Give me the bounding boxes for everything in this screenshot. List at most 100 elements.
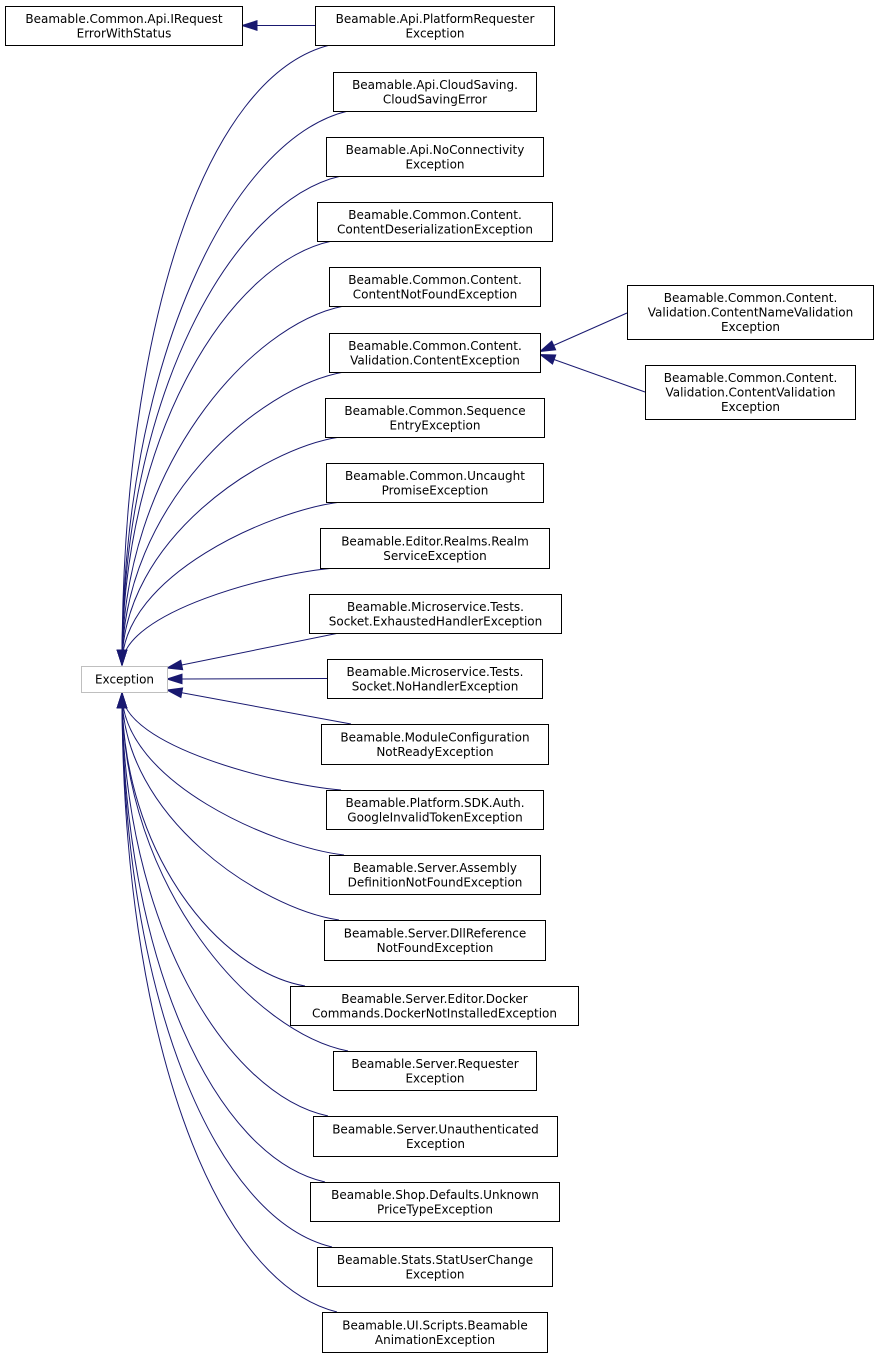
class-label-line: Validation.ContentValidation bbox=[665, 386, 835, 400]
class-label-line: Commands.DockerNotInstalledException bbox=[312, 1006, 557, 1020]
class-box bbox=[326, 790, 544, 830]
class-box bbox=[645, 365, 856, 420]
class-node-cloudsaving[interactable]: Beamable.Api.CloudSaving.CloudSavingErro… bbox=[333, 72, 537, 112]
edge-line bbox=[121, 692, 333, 1248]
edge-googleinvalidtoken-to-exception bbox=[116, 691, 342, 791]
edge-line bbox=[166, 632, 340, 669]
class-node-contentexception[interactable]: Beamable.Common.Content.Validation.Conte… bbox=[329, 333, 541, 373]
class-label-line: PromiseException bbox=[382, 483, 489, 497]
edge-line bbox=[121, 305, 345, 666]
class-label-line: Beamable.Platform.SDK.Auth. bbox=[345, 796, 524, 810]
class-box bbox=[329, 333, 541, 373]
edge-platformrequester-to-irequest bbox=[240, 20, 315, 31]
class-node-assemblydefinition[interactable]: Beamable.Server.AssemblyDefinitionNotFou… bbox=[329, 855, 541, 895]
class-label-line: Beamable.Server.Requester bbox=[351, 1057, 518, 1071]
arrowhead-icon bbox=[165, 687, 184, 699]
class-label-line: Beamable.Stats.StatUserChange bbox=[337, 1253, 533, 1267]
class-label-line: Beamable.Server.Unauthenticated bbox=[332, 1122, 539, 1136]
edge-line bbox=[121, 567, 336, 666]
class-label-line: EntryException bbox=[390, 418, 481, 432]
class-box bbox=[290, 986, 579, 1026]
edge-line bbox=[121, 44, 331, 666]
class-box bbox=[322, 1312, 548, 1353]
class-label-line: ErrorWithStatus bbox=[77, 26, 172, 40]
class-label-line: Beamable.Common.Api.IRequest bbox=[25, 12, 223, 26]
class-label-line: PriceTypeException bbox=[377, 1202, 493, 1216]
class-label-line: Beamable.Api.CloudSaving. bbox=[352, 78, 518, 92]
class-node-googleinvalidtoken[interactable]: Beamable.Platform.SDK.Auth.GoogleInvalid… bbox=[326, 790, 544, 830]
edge-line bbox=[121, 692, 329, 1117]
edge-contentdeserialization-to-exception bbox=[116, 240, 333, 667]
class-box bbox=[313, 1116, 558, 1157]
class-box bbox=[317, 202, 553, 242]
class-label-line: Beamable.Api.PlatformRequester bbox=[336, 12, 535, 26]
class-label-line: Beamable.Shop.Defaults.Unknown bbox=[331, 1188, 539, 1202]
class-node-nohandler[interactable]: Beamable.Microservice.Tests.Socket.NoHan… bbox=[327, 659, 543, 699]
class-node-dllreference[interactable]: Beamable.Server.DllReferenceNotFoundExce… bbox=[324, 920, 546, 961]
arrowhead-icon bbox=[538, 353, 557, 365]
edge-exhaustedhandler-to-exception bbox=[165, 632, 340, 671]
edge-line bbox=[121, 692, 306, 987]
class-box bbox=[310, 1182, 560, 1222]
edge-line bbox=[121, 240, 333, 666]
class-box bbox=[324, 920, 546, 961]
class-label-line: Exception bbox=[405, 1071, 464, 1085]
class-label-line: DefinitionNotFoundException bbox=[348, 875, 523, 889]
edge-unknownpricetype-to-exception bbox=[116, 691, 326, 1183]
class-node-contentnamevalidation[interactable]: Beamable.Common.Content.Validation.Conte… bbox=[627, 285, 874, 340]
class-node-contentvalidation[interactable]: Beamable.Common.Content.Validation.Conte… bbox=[645, 365, 856, 420]
class-label-line: Beamable.ModuleConfiguration bbox=[340, 730, 529, 744]
class-label-line: Exception bbox=[721, 400, 780, 414]
class-box bbox=[309, 594, 562, 634]
class-box bbox=[327, 659, 543, 699]
class-node-unknownpricetype[interactable]: Beamable.Shop.Defaults.UnknownPriceTypeE… bbox=[310, 1182, 560, 1222]
class-node-contentnotfound[interactable]: Beamable.Common.Content.ContentNotFoundE… bbox=[329, 267, 541, 307]
class-label-line: Beamable.Microservice.Tests. bbox=[347, 665, 524, 679]
class-node-dockernotinstalled[interactable]: Beamable.Server.Editor.DockerCommands.Do… bbox=[290, 986, 579, 1026]
edge-line bbox=[121, 692, 338, 1313]
edge-cloudsaving-to-exception bbox=[116, 110, 349, 667]
class-label-line: ContentNotFoundException bbox=[353, 287, 517, 301]
class-box bbox=[5, 6, 243, 46]
edge-line bbox=[121, 110, 349, 666]
class-label-line: Beamable.Microservice.Tests. bbox=[347, 600, 524, 614]
class-label-line: Exception bbox=[95, 673, 154, 687]
class-label-line: ServiceException bbox=[383, 549, 486, 563]
edge-line bbox=[121, 436, 341, 666]
class-label-line: CloudSavingError bbox=[383, 92, 487, 106]
edge-line bbox=[539, 312, 628, 352]
edge-contentvalidation-to-contentexception bbox=[538, 353, 646, 393]
arrowhead-icon bbox=[538, 340, 557, 353]
class-node-contentdeserialization[interactable]: Beamable.Common.Content.ContentDeseriali… bbox=[317, 202, 553, 242]
edges-layer bbox=[116, 20, 646, 1313]
class-label-line: GoogleInvalidTokenException bbox=[347, 810, 522, 824]
class-node-irequest[interactable]: Beamable.Common.Api.IRequestErrorWithSta… bbox=[5, 6, 243, 46]
class-label-line: Validation.ContentException bbox=[350, 353, 520, 367]
class-node-exhaustedhandler[interactable]: Beamable.Microservice.Tests.Socket.Exhau… bbox=[309, 594, 562, 634]
class-label-line: Exception bbox=[405, 26, 464, 40]
edge-contentnamevalidation-to-contentexception bbox=[538, 312, 628, 353]
class-node-exception[interactable]: Exception bbox=[81, 666, 168, 693]
arrowhead-icon bbox=[116, 691, 128, 709]
class-node-moduleconfiguration[interactable]: Beamable.ModuleConfigurationNotReadyExce… bbox=[321, 724, 549, 765]
edge-line bbox=[121, 692, 342, 791]
class-label-line: NotReadyException bbox=[376, 745, 493, 759]
class-label-line: Beamable.Common.Content. bbox=[348, 339, 522, 353]
class-node-beamableanimation[interactable]: Beamable.UI.Scripts.BeamableAnimationExc… bbox=[322, 1312, 548, 1353]
class-node-realmservice[interactable]: Beamable.Editor.Realms.RealmServiceExcep… bbox=[320, 528, 550, 569]
edge-line bbox=[121, 501, 342, 666]
class-label-line: Beamable.Common.Sequence bbox=[344, 404, 525, 418]
class-box bbox=[333, 1051, 537, 1091]
edge-dllreference-to-exception bbox=[116, 691, 340, 921]
class-label-line: AnimationException bbox=[375, 1333, 495, 1347]
class-label-line: Beamable.Common.Content. bbox=[348, 273, 522, 287]
edge-line bbox=[121, 371, 345, 666]
